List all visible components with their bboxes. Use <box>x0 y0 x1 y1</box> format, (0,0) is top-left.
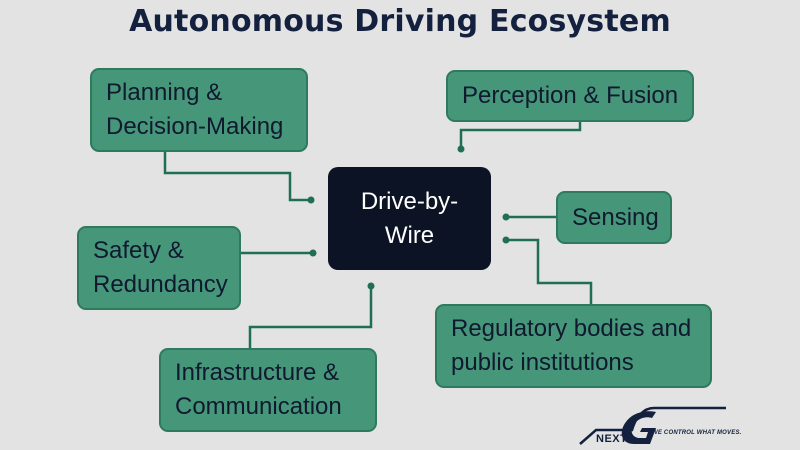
logo-tagline: WE CONTROL WHAT MOVES. <box>652 430 742 436</box>
node-regulatory: Regulatory bodies and public institution… <box>435 304 712 388</box>
node-perception-line-1: Perception & Fusion <box>462 82 679 109</box>
connector-dot-planning <box>307 196 315 204</box>
logo-g-icon <box>621 411 656 444</box>
node-planning-line-2: Decision-Making <box>106 113 284 140</box>
node-regulatory-line-2: public institutions <box>451 349 634 376</box>
connector-dot-sensing <box>502 213 510 221</box>
node-sensing: Sensing <box>556 191 672 244</box>
connector-dot-regulatory <box>502 236 510 244</box>
node-planning: Planning & Decision-Making <box>90 68 308 152</box>
logo-brand: NEXT <box>596 433 627 445</box>
node-regulatory-line-1: Regulatory bodies and <box>451 315 692 342</box>
node-infrastructure-line-1: Infrastructure & <box>175 359 340 386</box>
node-safety-line-2: Redundancy <box>93 271 228 298</box>
center-node-line-1: Drive-by- <box>360 187 459 215</box>
connector-dot-safety <box>309 249 317 257</box>
connector-perception <box>459 122 582 149</box>
node-infrastructure: Infrastructure & Communication <box>159 348 377 432</box>
node-safety-line-1: Safety & <box>93 237 184 264</box>
connector-dot-infrastructure <box>367 282 375 290</box>
node-perception: Perception & Fusion <box>446 70 694 122</box>
node-sensing-line-1: Sensing <box>572 203 659 231</box>
node-safety: Safety & Redundancy <box>77 226 241 310</box>
connector-infrastructure <box>248 286 373 348</box>
next-logo: NEXT <box>579 406 726 445</box>
diagram-title: Autonomous Driving Ecosystem <box>129 4 671 39</box>
center-node-drive-by-wire: Drive-by- Wire <box>328 167 491 270</box>
center-node-line-2: Wire <box>384 221 435 249</box>
connector-dot-perception <box>457 145 465 153</box>
connector-planning <box>163 150 311 202</box>
node-infrastructure-line-2: Communication <box>175 393 342 420</box>
connector-regulatory <box>506 238 593 304</box>
node-planning-line-1: Planning & <box>106 79 223 106</box>
